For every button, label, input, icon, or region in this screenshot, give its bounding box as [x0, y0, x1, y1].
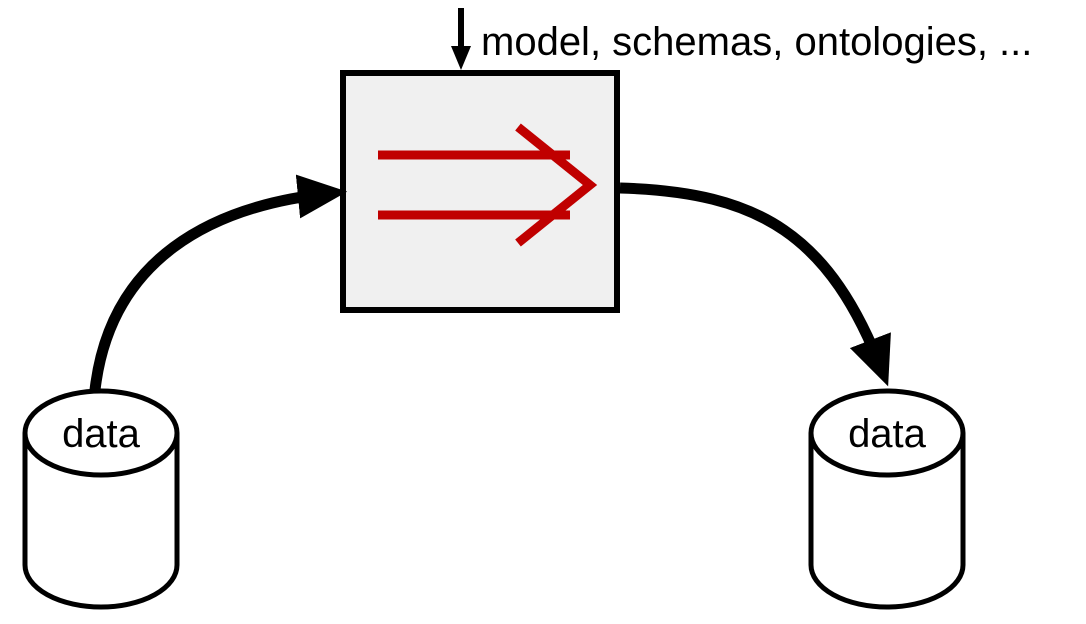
target-data-store-icon	[808, 388, 966, 610]
implication-arrow-icon	[378, 123, 598, 247]
input-annotation-arrow	[451, 8, 471, 70]
input-flow-arrow	[89, 174, 348, 391]
input-annotation-label: model, schemas, ontologies, ...	[481, 20, 1032, 64]
source-data-label: data	[62, 412, 141, 456]
transform-box	[340, 70, 620, 313]
target-data-label: data	[848, 412, 927, 456]
output-flow-arrow	[619, 182, 891, 387]
source-data-store-icon	[22, 388, 180, 610]
